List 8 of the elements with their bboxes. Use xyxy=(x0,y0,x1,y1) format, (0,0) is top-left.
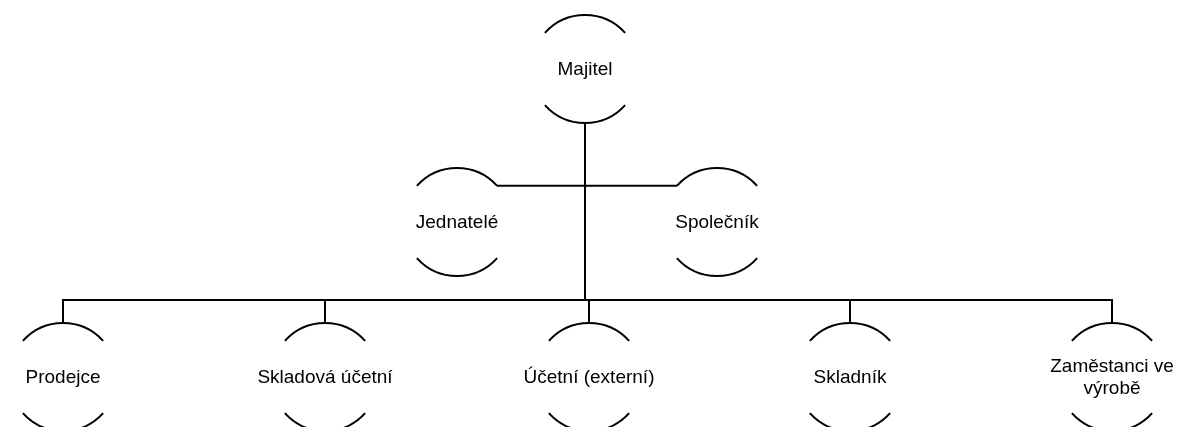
node-label: Účetní (externí) xyxy=(523,366,655,388)
node-label: Skladová účetní xyxy=(257,366,393,388)
node-label: Majitel xyxy=(557,58,613,80)
node-label: Jednatelé xyxy=(415,211,499,233)
node-label: Společník xyxy=(675,211,759,233)
node-label: Zaměstanci ve výrobě xyxy=(1049,355,1175,399)
node-label: Skladník xyxy=(813,366,887,388)
node-label: Prodejce xyxy=(25,366,101,388)
